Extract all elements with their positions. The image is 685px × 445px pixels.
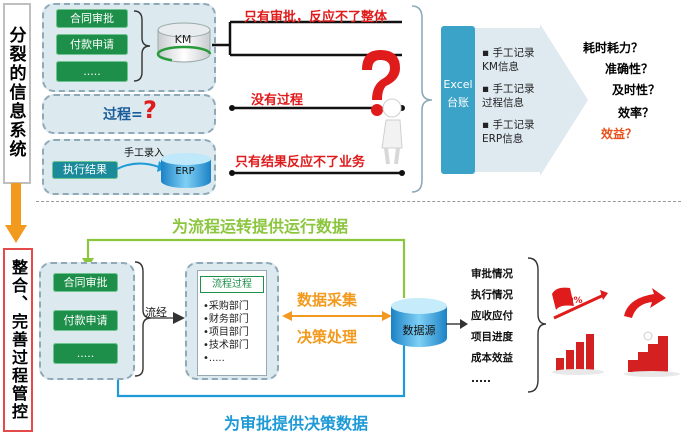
output-cost: 成本效益	[471, 352, 513, 364]
bottom-side-label-box	[3, 248, 33, 432]
output-receivable: 应收应付	[471, 310, 513, 322]
output-arrow-icon	[446, 319, 468, 329]
execution-result-button[interactable]: 执行结果	[52, 161, 118, 179]
top-flow-label: 为流程运转提供运行数据	[172, 217, 349, 236]
erp-label: ERP	[175, 166, 195, 177]
km-label: KM	[174, 33, 192, 46]
process-label: 过程=	[103, 107, 143, 123]
output-more: .....	[471, 373, 491, 385]
bottom-side-label: 整合、完善过程管控	[9, 259, 28, 421]
process-card	[197, 270, 267, 376]
section-divider	[36, 201, 681, 202]
brace-1-icon	[133, 10, 151, 82]
double-arrow-icon	[282, 311, 392, 321]
bullet-process: ▪ 手工记录过程信息	[482, 83, 535, 109]
process-title: 流程过程	[200, 276, 264, 293]
progress-badge: 60%	[561, 296, 583, 306]
question-benefit: 效益？	[601, 127, 638, 141]
question-person-icon	[362, 50, 403, 165]
brace-excel-icon	[411, 5, 433, 193]
flow-through-label: 流经	[145, 306, 167, 319]
bullet-km: ▪ 手工记录KM信息	[482, 47, 535, 73]
note-result-only: 只有结果反应不了业务	[235, 155, 366, 170]
down-arrow-icon	[5, 183, 27, 243]
progress-chart-icon	[552, 287, 608, 375]
question-time: 耗时耗力？	[583, 41, 644, 55]
output-list: 审批情况 执行情况 应收应付 项目进度 成本效益 .....	[471, 264, 513, 390]
more-items-button[interactable]: .....	[56, 61, 128, 82]
question-accuracy: 准确性？	[605, 62, 654, 76]
manual-input-label: 手工录入	[124, 148, 164, 159]
brace-outputs-icon	[527, 257, 547, 393]
excel-line1: Excel	[443, 78, 473, 91]
bullet-erp: ▪ 手工记录ERP信息	[482, 119, 535, 145]
output-progress: 项目进度	[471, 331, 513, 343]
decision-processing-label: 决策处理	[297, 328, 358, 346]
output-execution: 执行情况	[471, 289, 513, 301]
panel-process	[42, 94, 216, 134]
km-database-icon	[156, 22, 212, 63]
dept-procurement: •采购部门	[203, 301, 249, 312]
contract-approval-button[interactable]: 合同审批	[56, 9, 128, 28]
erp-database-icon	[161, 153, 211, 188]
dept-more: •.....	[203, 353, 225, 364]
manual-bullets: ▪ 手工记录KM信息 ▪ 手工记录过程信息 ▪ 手工记录ERP信息	[482, 46, 544, 146]
process-departments: •采购部门 •财务部门 •项目部门 •技术部门 •.....	[203, 300, 249, 365]
excel-arrow-shape	[475, 24, 588, 176]
note-no-process: 没有过程	[251, 93, 304, 108]
bottom-more-items-button[interactable]: .....	[53, 343, 118, 364]
payment-request-button[interactable]: 付款申请	[56, 34, 128, 55]
bottom-contract-approval-button[interactable]: 合同审批	[53, 273, 118, 292]
excel-box	[441, 26, 475, 174]
note-approval-only: 只有审批，反应不了整体	[244, 10, 388, 25]
dept-finance: •财务部门	[203, 314, 249, 325]
dept-tech: •技术部门	[203, 340, 249, 351]
bottom-flow-label: 为审批提供决策数据	[224, 414, 369, 433]
question-efficiency: 效率？	[618, 106, 655, 120]
flow-through-connector	[134, 261, 185, 377]
question-timeliness: 及时性？	[612, 83, 661, 97]
process-question-mark: ?	[143, 96, 157, 124]
top-side-label: 分裂的信息系统	[5, 26, 26, 159]
bottom-payment-request-button[interactable]: 付款申请	[53, 310, 118, 331]
top-side-label-box	[3, 3, 31, 184]
data-source-icon	[391, 298, 447, 347]
excel-line2: 台账	[447, 96, 469, 109]
data-source-label: 数据源	[402, 324, 436, 337]
dept-project: •项目部门	[203, 327, 249, 338]
excel-label: Excel 台账	[441, 76, 475, 112]
down-arrow	[5, 183, 27, 243]
data-collection-label: 数据采集	[297, 291, 358, 309]
growth-arrow-icon	[624, 288, 680, 377]
output-approval: 审批情况	[471, 268, 513, 280]
